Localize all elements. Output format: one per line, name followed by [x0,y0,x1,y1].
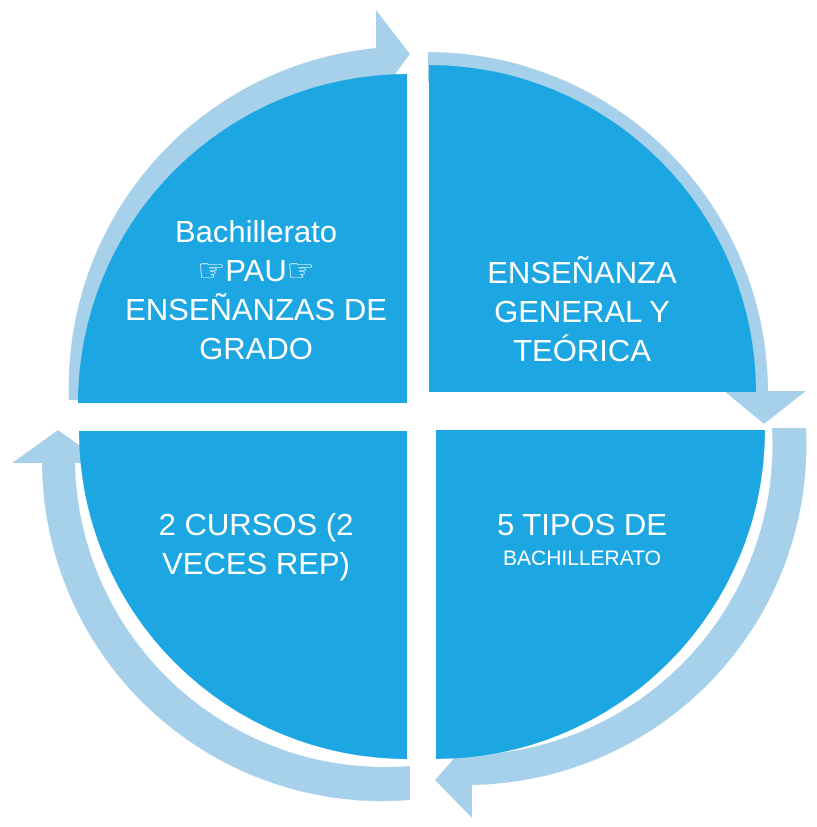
segment-text-line: ENSEÑANZA [487,255,677,290]
segment-label-bottom-left: 2 CURSOS (2 VECES REP) [120,505,392,583]
segment-bottom-left [79,431,407,759]
segment-text-line: ENSEÑANZAS DE [125,292,387,327]
segment-text-line: ☞PAU☞ [197,253,315,288]
segment-label-bottom-right: 5 TIPOS DE BACHILLERATO [446,505,718,574]
segment-text-line: VECES REP) [162,546,350,581]
segment-text-line: GRADO [199,331,313,366]
arrow-top-left [68,10,411,400]
segment-top-right [429,65,756,392]
segment-text-line: GENERAL Y [494,294,670,329]
arrow-bottom-left [12,430,410,802]
segment-label-top-left: Bachillerato ☞PAU☞ ENSEÑANZAS DE GRADO [120,212,392,368]
segment-top-left [78,74,407,403]
segment-text-line: TEÓRICA [513,333,651,368]
segment-text-line: BACHILLERATO [503,547,661,570]
segment-text-line: Bachillerato [175,214,337,249]
segment-text-line: 5 TIPOS DE [497,507,667,542]
arrow-bottom-right [435,428,807,818]
segment-label-top-right: ENSEÑANZA GENERAL Y TEÓRICA [446,253,718,370]
segment-bottom-right [436,430,765,759]
segments [78,65,765,759]
arrow-ring [12,10,807,818]
segment-text-line: 2 CURSOS (2 [158,507,354,542]
